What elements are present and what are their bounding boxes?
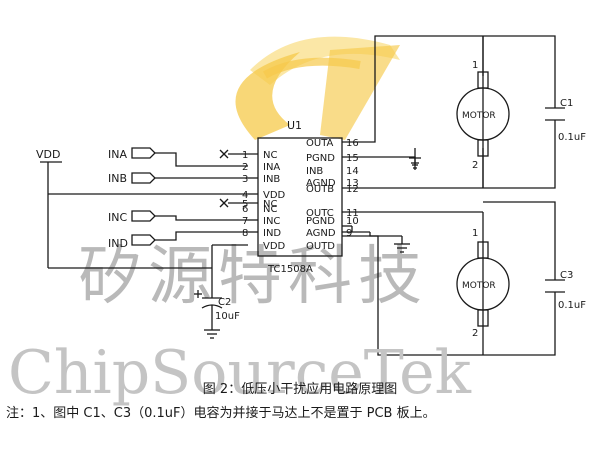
motor-2-label: MOTOR [462,281,496,291]
chip-pin-name: OUTB [306,184,334,195]
chip-body [257,137,343,257]
chip-pin-name: IND [263,228,281,239]
motor-1-label: MOTOR [462,111,496,121]
nc-markers [219,149,258,208]
motor-2-pin1: 1 [472,228,478,239]
motor-1: MOTOR 1 2 [456,36,510,188]
chip-pin-number: 6 [242,204,248,215]
c3-value: 0.1uF [558,300,586,311]
chip-pin-number: 9 [346,228,352,239]
chip-pin-name: INA [263,162,280,173]
motor-2: MOTOR 1 2 [456,228,510,339]
input-ind-arrow [131,234,156,246]
input-ina-arrow [131,147,156,159]
figure-note: 注：1、图中 C1、C3（0.1uF）电容为并接于马达上不是置于 PCB 板上。 [6,406,436,421]
input-inb-arrow [131,172,156,184]
chip-pin-number: 5 [242,199,248,210]
input-connectors: INA INB INC IND [108,147,248,250]
chip-part: TC1508A [267,264,313,275]
capacitor-c3: C3 0.1uF [545,270,586,311]
chip-bottom-label: VDD [263,241,286,252]
chip-pin-number: 1 [242,150,248,161]
chip-pin-name: NC [263,150,277,161]
watermark-en: ChipSourceTek [8,338,472,408]
chip-pin-number: 10 [346,216,359,227]
logo-watermark [235,36,400,140]
ground-symbols [204,148,421,339]
c1-ref: C1 [560,98,573,109]
chip-pin-number: 2 [242,162,248,173]
chip-pin-number: 13 [346,178,359,189]
chip-pin-name: NC [263,199,277,210]
chip-pin-number: 8 [242,228,248,239]
motor-2-pin2: 2 [472,328,478,339]
chip-pin-number: 3 [242,174,248,185]
watermark-cn: 矽源特科技 [78,240,428,314]
chip-ref: U1 [287,119,302,132]
chip-pin-name: AGND [306,178,336,189]
chip-pin-name: NC [263,204,277,215]
input-inc-arrow [131,210,156,222]
motor-1-pin2: 2 [472,160,478,171]
chip-pin-name: OUTD [306,241,335,252]
chip-pin-number: 12 [346,184,359,195]
chip-pin-name: PGND [306,153,335,164]
c2-ref: C2 [218,297,231,308]
chip-pin-number: 7 [242,216,248,227]
chip-pin-name: INC [263,216,280,227]
input-ina-label: INA [108,148,127,161]
chip-pin-name: AGND [306,228,336,239]
vdd-label: VDD [36,148,60,161]
capacitor-c1: C1 0.1uF [545,98,586,143]
chip-pin-name: INB [263,174,280,185]
input-ind-label: IND [108,237,128,250]
chip-pin-number: 4 [242,190,248,201]
chip-pin-name: PGND [306,216,335,227]
chip-pin-number: 15 [346,153,359,164]
chip-pin-name: OUTA [306,138,334,149]
motor-1-pin1: 1 [472,60,478,71]
chip-pin-number: 16 [346,138,359,149]
chip-pin-number: 14 [346,166,359,177]
chip-pin-number: 11 [346,208,359,219]
capacitor-c2: C2 10uF [194,290,240,322]
input-inb-label: INB [108,172,127,185]
figure-caption: 图 2：低压小干扰应用电路原理图 [202,382,398,397]
c2-value: 10uF [215,311,240,322]
c1-value: 0.1uF [558,132,586,143]
c3-ref: C3 [560,270,573,281]
chip-pin-name: OUTC [306,208,334,219]
chip-pin-name: VDD [263,190,286,201]
input-inc-label: INC [108,211,127,224]
vdd-rail: VDD [36,148,248,290]
chip-pin-name: INB [306,166,323,177]
